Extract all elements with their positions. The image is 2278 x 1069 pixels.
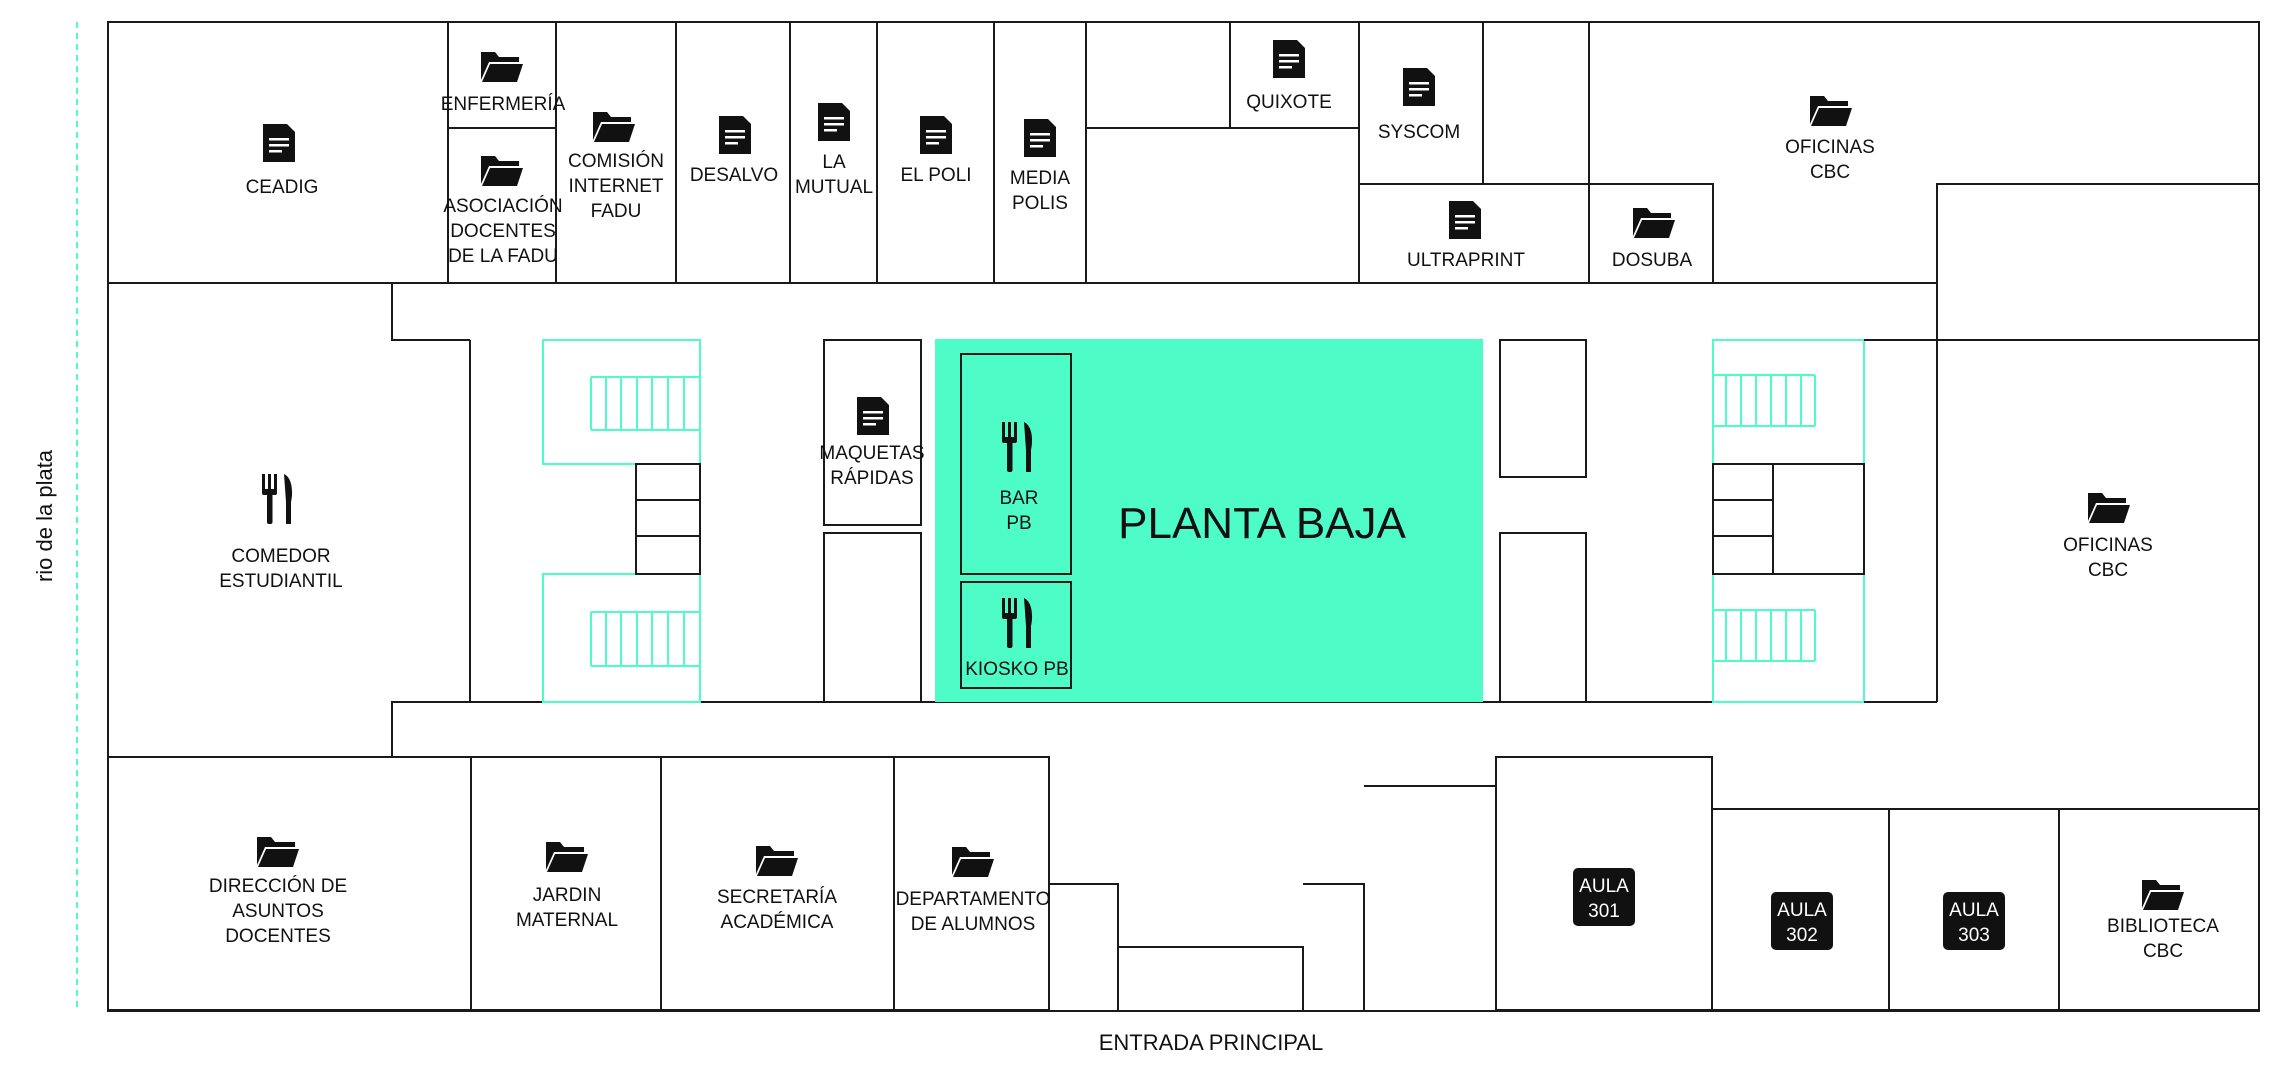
label-biblioteca-2: CBC (2143, 941, 2183, 962)
room-bar (960, 353, 1072, 575)
label-oficinas-right-1: OFICINAS (2063, 535, 2153, 556)
label-biblioteca-1: BIBLIOTECA (2107, 916, 2219, 937)
label-quixote: QUIXOTE (1246, 92, 1332, 113)
label-kiosko: KIOSKO PB (965, 659, 1068, 680)
label-mutual-2: MUTUAL (795, 177, 873, 198)
label-direccion-3: DOCENTES (225, 926, 331, 947)
label-oficinas-top-2: CBC (1810, 162, 1850, 183)
room-box-right-top (1499, 339, 1587, 478)
label-bar-2: PB (1006, 513, 1031, 534)
room-depto (893, 756, 1050, 1011)
label-aula302-2: 302 (1786, 925, 1818, 946)
label-secretaria-1: SECRETARÍA (717, 887, 837, 908)
label-jardin-2: MATERNAL (516, 910, 618, 931)
room-secretaria (660, 756, 895, 1011)
label-comedor-2: ESTUDIANTIL (219, 571, 343, 592)
room-jardin (470, 756, 662, 1011)
label-aula303-2: 303 (1958, 925, 1990, 946)
label-elpoli: EL POLI (900, 165, 971, 186)
label-asociacion-3: DE LA FADU (448, 246, 558, 267)
document-icon (1273, 40, 1305, 78)
label-mediapolis-2: POLIS (1012, 193, 1068, 214)
label-bar-1: BAR (999, 488, 1038, 509)
label-comision-3: FADU (591, 201, 642, 222)
label-mediapolis-1: MEDIA (1010, 168, 1071, 189)
room-comision (555, 21, 677, 284)
label-comedor-1: COMEDOR (231, 546, 330, 567)
label-asociacion-2: DOCENTES (450, 221, 556, 242)
label-mutual-1: LA (822, 152, 846, 173)
label-comision-2: INTERNET (569, 176, 664, 197)
document-icon (818, 103, 850, 141)
room-kiosko (960, 581, 1072, 689)
label-jardin-1: JARDIN (533, 885, 602, 906)
label-direccion-1: DIRECCIÓN DE (209, 875, 347, 897)
room-elpoli (876, 21, 995, 284)
label-dosuba: DOSUBA (1612, 250, 1693, 271)
label-direccion-2: ASUNTOS (232, 901, 324, 922)
label-ultraprint: ULTRAPRINT (1407, 250, 1525, 271)
label-aula303-1: AULA (1949, 900, 1999, 921)
room-box-left (823, 532, 922, 703)
document-icon (263, 124, 295, 162)
room-box-right-bottom (1499, 532, 1587, 703)
elevator-left (635, 463, 701, 575)
document-icon (1449, 201, 1481, 239)
document-icon (1024, 119, 1056, 157)
label-aula301-2: 301 (1588, 901, 1620, 922)
label-maquetas-1: MAQUETAS (819, 443, 924, 464)
document-icon (857, 397, 889, 435)
label-ceadig: CEADIG (246, 177, 319, 198)
label-river: rio de la plata (32, 449, 57, 582)
room-direccion (107, 756, 472, 1011)
aula-badge (1573, 868, 1635, 926)
label-aula302-1: AULA (1777, 900, 1827, 921)
label-oficinas-top-1: OFICINAS (1785, 137, 1875, 158)
elevator-right (1712, 463, 1774, 575)
label-enfermeria: ENFERMERÍA (441, 94, 566, 115)
label-depto-1: DEPARTAMENTO (896, 889, 1051, 910)
label-oficinas-right-2: CBC (2088, 560, 2128, 581)
label-maquetas-2: RÁPIDAS (830, 468, 913, 489)
label-aula301-1: AULA (1579, 876, 1629, 897)
document-icon (1403, 68, 1435, 106)
label-depto-2: DE ALUMNOS (911, 914, 1036, 935)
label-comision-1: COMISIÓN (568, 150, 664, 172)
entrance-area (1049, 785, 1497, 1010)
elevator-right-b (1772, 463, 1865, 575)
label-syscom: SYSCOM (1378, 122, 1460, 143)
label-asociacion-1: ASOCIACIÓN (443, 195, 562, 217)
label-planta-baja: PLANTA BAJA (1118, 499, 1406, 548)
aula-badge (1943, 892, 2005, 950)
aula-badge (1771, 892, 1833, 950)
document-icon (920, 116, 952, 154)
room-asociacion (447, 127, 557, 284)
label-desalvo: DESALVO (690, 165, 778, 186)
label-secretaria-2: ACADÉMICA (721, 912, 834, 933)
document-icon (719, 116, 751, 154)
label-entrance: ENTRADA PRINCIPAL (1099, 1030, 1324, 1055)
